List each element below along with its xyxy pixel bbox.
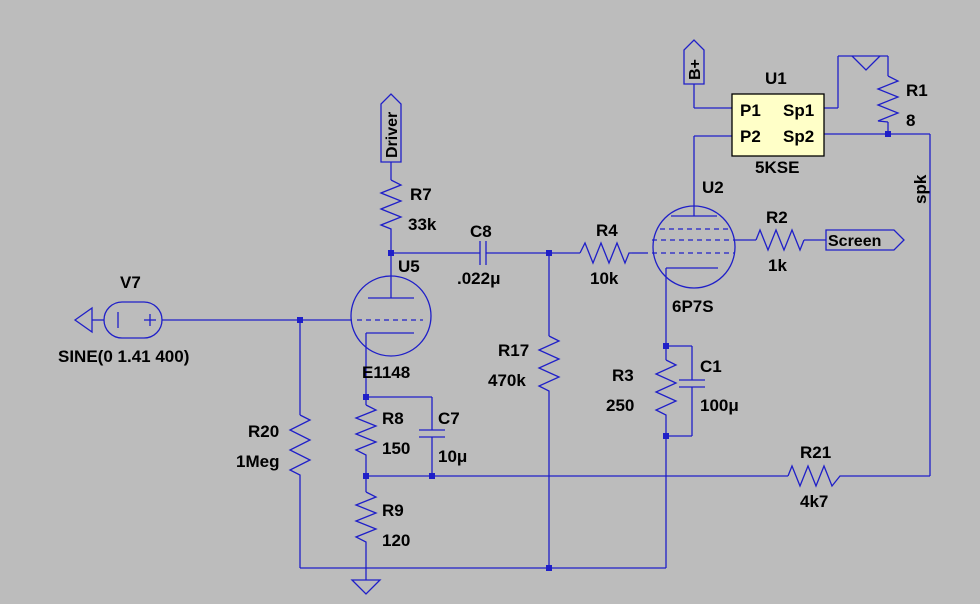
- r17-name: R17: [498, 341, 529, 360]
- r1-name: R1: [906, 81, 928, 100]
- resistor-r8[interactable]: [354, 404, 378, 460]
- r1-value: 8: [906, 111, 915, 130]
- r20-name: R20: [248, 422, 279, 441]
- resistor-r7[interactable]: [379, 179, 403, 232]
- screen-port-flag[interactable]: [825, 229, 905, 251]
- v7-name: V7: [120, 273, 141, 292]
- c8-value: .022μ: [457, 269, 501, 288]
- r9-name: R9: [382, 501, 404, 520]
- c1-name: C1: [700, 357, 722, 376]
- c8-name: C8: [470, 222, 492, 241]
- resistor-r21[interactable]: [787, 464, 844, 488]
- v7-value: SINE(0 1.41 400): [58, 347, 189, 366]
- u1-type: 5KSE: [755, 158, 799, 177]
- u1-pin-sp2: Sp2: [783, 127, 814, 146]
- r1-top-symbol: [851, 55, 881, 71]
- resistor-r4[interactable]: [579, 241, 632, 265]
- r3-value: 250: [606, 396, 634, 415]
- u5-type: E1148: [362, 363, 410, 382]
- r8-name: R8: [382, 409, 404, 428]
- c7-value: 10μ: [438, 447, 467, 466]
- ground-symbol: [350, 579, 382, 595]
- pentode-u2[interactable]: [652, 205, 736, 289]
- r21-value: 4k7: [800, 492, 828, 511]
- resistor-r20[interactable]: [288, 414, 312, 480]
- r2-name: R2: [766, 208, 788, 227]
- resistor-r3[interactable]: [654, 359, 678, 420]
- resistor-r2[interactable]: [755, 228, 805, 252]
- r20-value: 1Meg: [236, 452, 279, 471]
- driver-port-flag[interactable]: [380, 93, 402, 163]
- driver-port-label: Driver: [384, 112, 401, 158]
- c1-value: 100μ: [700, 396, 739, 415]
- u2-name: U2: [702, 178, 724, 197]
- r7-name: R7: [410, 185, 432, 204]
- r4-name: R4: [596, 221, 618, 240]
- output-transformer-u1[interactable]: [731, 93, 825, 157]
- r8-value: 150: [382, 439, 410, 458]
- resistor-r1[interactable]: [876, 75, 900, 123]
- triode-u5[interactable]: [350, 275, 432, 357]
- u5-name: U5: [398, 257, 420, 276]
- u1-pin-p1: P1: [740, 101, 761, 120]
- bplus-port-label: B+: [687, 59, 704, 80]
- c7-name: C7: [438, 409, 460, 428]
- r2-value: 1k: [768, 256, 787, 275]
- resistor-r17[interactable]: [537, 335, 561, 396]
- r17-value: 470k: [488, 371, 526, 390]
- resistor-r9[interactable]: [354, 491, 378, 552]
- u2-type: 6P7S: [672, 297, 714, 316]
- r7-value: 33k: [408, 215, 437, 234]
- r9-value: 120: [382, 531, 410, 550]
- capacitor-c8[interactable]: [479, 241, 487, 265]
- r21-name: R21: [800, 443, 831, 462]
- capacitor-c1[interactable]: [679, 379, 705, 392]
- bplus-port-flag[interactable]: [683, 39, 705, 85]
- voltage-source-v7[interactable]: [73, 301, 163, 339]
- junction-dots: [297, 131, 891, 571]
- u1-pin-p2: P2: [740, 127, 761, 146]
- spk-net-label: spk: [911, 174, 930, 204]
- capacitor-c7[interactable]: [419, 429, 445, 443]
- u1-name: U1: [765, 69, 787, 88]
- r4-value: 10k: [590, 269, 619, 288]
- r3-name: R3: [612, 366, 634, 385]
- u1-pin-sp1: Sp1: [783, 101, 814, 120]
- screen-port-label: Screen: [828, 233, 881, 250]
